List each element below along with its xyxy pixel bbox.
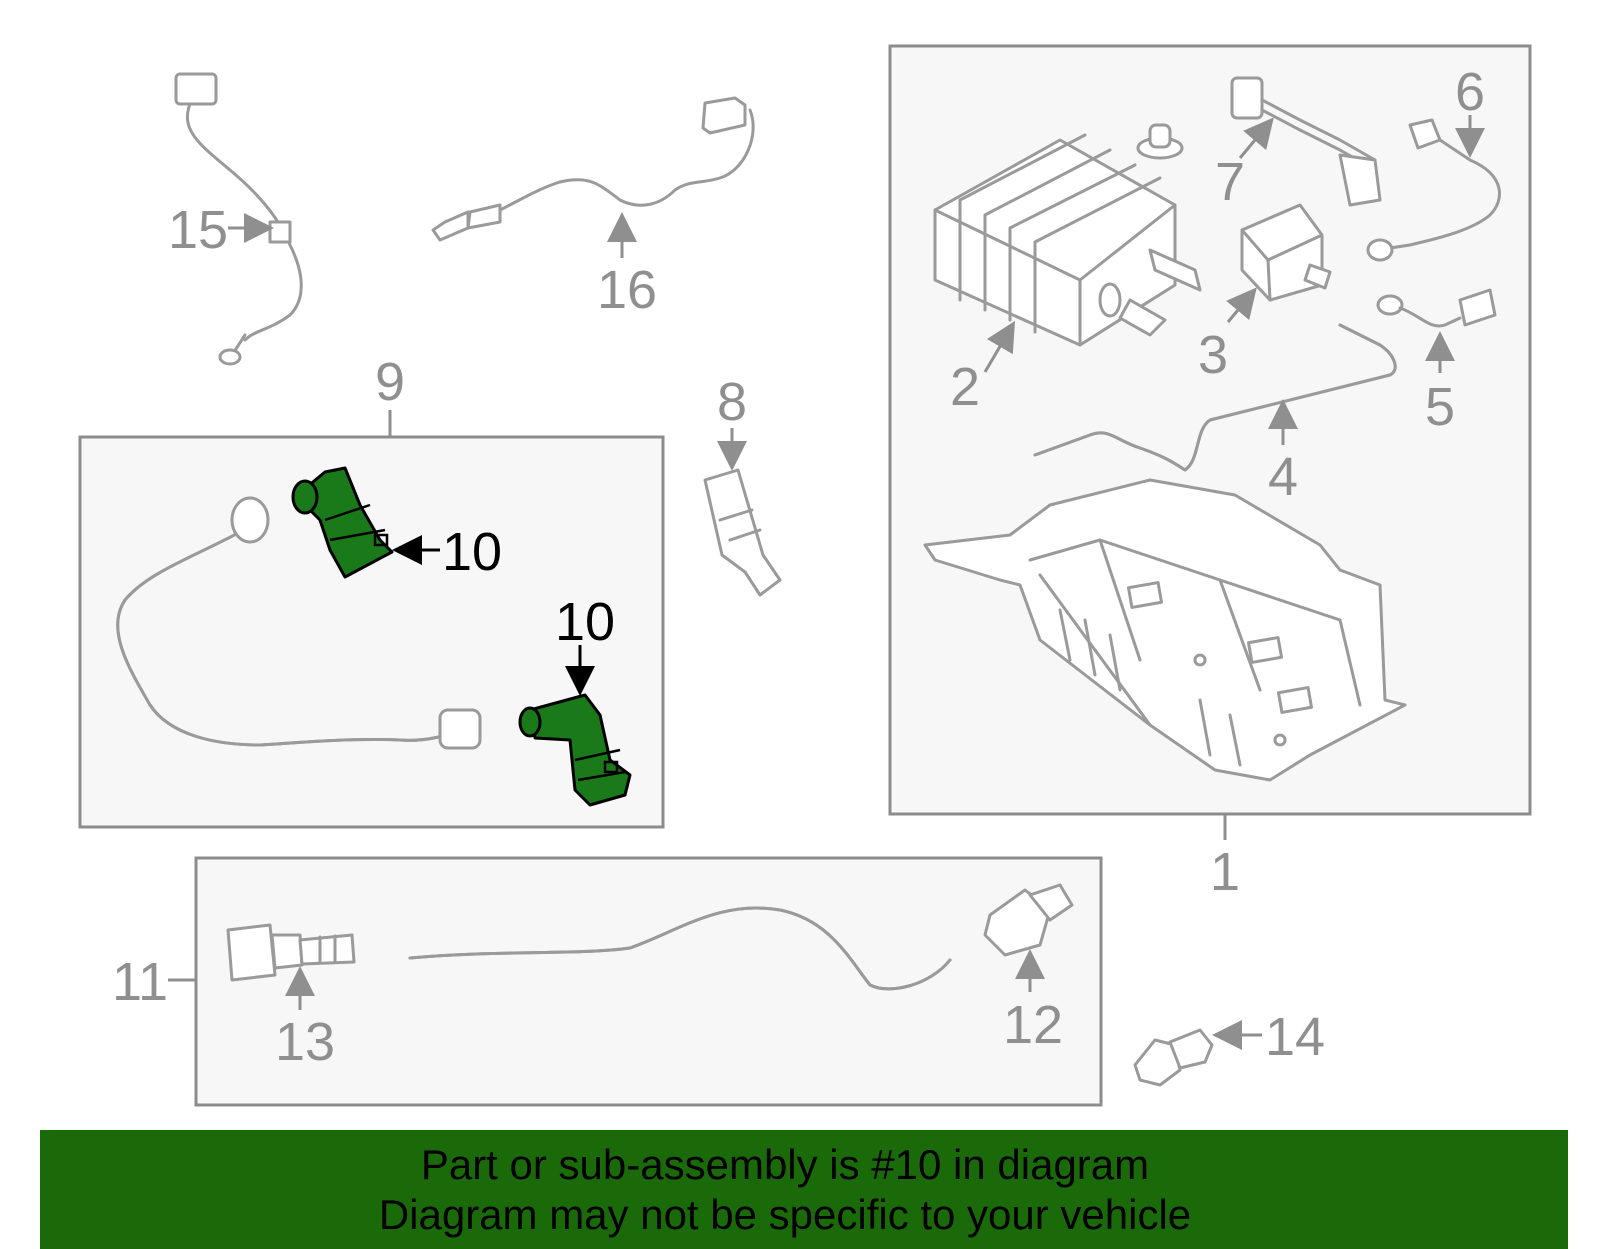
svg-text:10: 10 <box>555 592 615 652</box>
part-11-hose <box>408 906 952 991</box>
callout-11: 11 <box>112 952 196 1012</box>
callout-5: 5 <box>1425 331 1455 437</box>
part-6-harness <box>1366 118 1502 262</box>
part-2-canister <box>933 133 1202 347</box>
banner-text: Part or sub-assembly is #10 in diagram D… <box>40 1140 1530 1240</box>
callout-16: 16 <box>597 212 657 320</box>
callout-13: 13 <box>275 966 335 1072</box>
callout-1: 1 <box>1210 815 1240 902</box>
info-banner: Part or sub-assembly is #10 in diagram D… <box>40 1130 1568 1249</box>
callout-14: 14 <box>1212 1007 1325 1067</box>
svg-text:2: 2 <box>950 357 980 417</box>
svg-text:5: 5 <box>1425 377 1455 437</box>
banner-line-1: Part or sub-assembly is #10 in diagram <box>420 1141 1150 1188</box>
part-12-connector <box>983 883 1074 957</box>
grommet <box>1136 123 1184 160</box>
part-4-tube <box>1033 323 1397 472</box>
part-9-hose <box>116 496 482 750</box>
svg-text:9: 9 <box>375 352 405 412</box>
callout-4: 4 <box>1268 399 1298 507</box>
svg-text:14: 14 <box>1265 1007 1325 1067</box>
svg-text:12: 12 <box>1003 995 1063 1055</box>
callout-8: 8 <box>717 372 747 471</box>
callout-12: 12 <box>1003 949 1063 1055</box>
part-15-sensor <box>174 72 303 366</box>
svg-text:1: 1 <box>1210 842 1240 902</box>
part-3-valve <box>1240 203 1332 302</box>
part-5-harness <box>1376 288 1497 328</box>
svg-text:10: 10 <box>442 522 502 582</box>
callout-10-upper[interactable]: 10 <box>392 522 502 582</box>
callout-10-lower[interactable]: 10 <box>555 592 615 696</box>
part-16-sensor <box>431 96 755 242</box>
callout-3: 3 <box>1198 287 1257 385</box>
svg-text:8: 8 <box>717 372 747 432</box>
svg-text:16: 16 <box>597 260 657 320</box>
callout-6: 6 <box>1455 62 1485 158</box>
svg-text:3: 3 <box>1198 325 1228 385</box>
part-7-harness <box>1230 76 1382 207</box>
part-10-connector-lower[interactable] <box>518 693 632 807</box>
svg-text:6: 6 <box>1455 62 1485 122</box>
part-8-connector <box>703 468 782 597</box>
callout-15: 15 <box>168 200 274 260</box>
banner-line-2: Diagram may not be specific to your vehi… <box>378 1191 1192 1238</box>
part-13-connector <box>226 923 356 982</box>
part-1-tray <box>923 478 1407 782</box>
callout-7: 7 <box>1215 117 1274 212</box>
callout-2: 2 <box>950 320 1016 417</box>
svg-text:7: 7 <box>1215 152 1245 212</box>
callout-9: 9 <box>375 352 405 437</box>
svg-text:11: 11 <box>112 952 168 1012</box>
box-assembly-9 <box>78 435 665 829</box>
part-14-connector <box>1133 1028 1214 1087</box>
part-10-connector-upper[interactable] <box>291 466 394 579</box>
svg-text:15: 15 <box>168 200 228 260</box>
svg-text:13: 13 <box>275 1012 335 1072</box>
svg-text:4: 4 <box>1268 447 1298 507</box>
box-assembly-11 <box>194 856 1103 1107</box>
